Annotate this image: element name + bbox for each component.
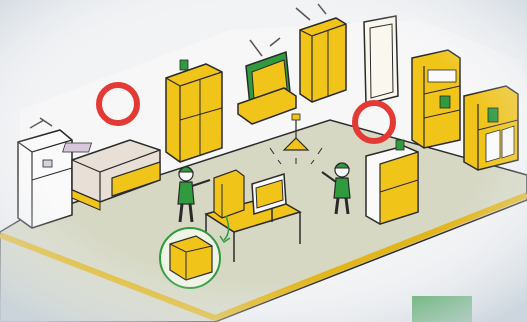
earthquake-safety-illustration [0,0,527,322]
room-illustration [0,0,527,322]
vignette [0,0,527,322]
